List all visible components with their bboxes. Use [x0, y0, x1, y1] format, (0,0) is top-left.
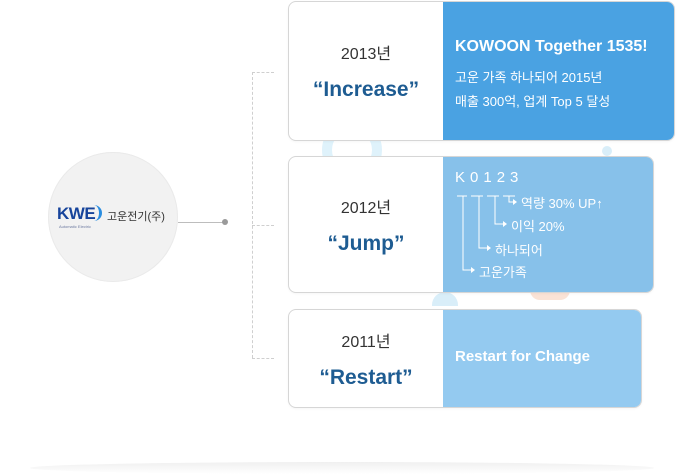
connector-2011	[252, 358, 274, 359]
card-2013: 2013년 “Increase” KOWOON Together 1535! 고…	[288, 1, 675, 141]
logo-brand: KWE	[57, 204, 96, 223]
connector-line	[178, 222, 224, 223]
connector-2012	[252, 225, 274, 226]
keyword-label: “Jump”	[327, 231, 405, 255]
company-name: 고운전기(주)	[107, 211, 165, 223]
company-logo-circle: KWE Automatic Electric 고운전기(주)	[48, 152, 178, 282]
acronym-code: K0123	[455, 169, 524, 186]
keyword-label: “Restart”	[319, 365, 413, 389]
acronym-item-united: 하나되어	[495, 243, 543, 258]
year-label: 2013년	[340, 46, 392, 63]
year-label: 2012년	[340, 199, 392, 217]
card-2011-year-panel: 2011년 “Restart”	[289, 310, 443, 407]
acronym-tree-lines	[457, 195, 517, 273]
connector-node	[222, 219, 228, 225]
card-2012: 2012년 “Jump”	[288, 156, 654, 293]
goal-line-2: 매출 300억, 업계 Top 5 달성	[455, 94, 611, 109]
company-logo: KWE Automatic Electric 고운전기(주)	[57, 204, 165, 229]
logo-swoosh-icon	[93, 205, 103, 221]
timeline-vertical-dashed-line	[252, 72, 253, 358]
card-2012-year-panel: 2012년 “Jump”	[289, 157, 443, 292]
goal-line-1: 고운 가족 하나되어 2015년	[455, 70, 603, 85]
acronym-item-profit: 이익 20%	[511, 219, 565, 234]
card-2011-detail-panel: Restart for Change	[443, 310, 641, 407]
card-2013-year-panel: 2013년 “Increase”	[289, 2, 443, 140]
motto-text: Restart for Change	[455, 348, 591, 365]
keyword-label: “Increase”	[312, 78, 420, 101]
acronym-item-family: 고운가족	[479, 265, 527, 280]
card-2011: 2011년 “Restart” Restart for Change	[288, 309, 642, 408]
card-2013-detail-panel: KOWOON Together 1535! 고운 가족 하나되어 2015년 매…	[443, 2, 674, 140]
background-dot-decoration	[432, 292, 458, 306]
logo-tagline: Automatic Electric	[59, 224, 92, 229]
acronym-item-capability: 역량 30% UP↑	[521, 196, 603, 211]
slogan-title: KOWOON Together 1535!	[455, 38, 648, 55]
bottom-shadow	[30, 462, 654, 474]
background-dot-decoration	[602, 146, 612, 156]
connector-2013	[252, 72, 274, 73]
year-label: 2011년	[341, 333, 391, 351]
background-orange-decoration	[530, 290, 570, 300]
card-2012-detail-panel: K0123 역량 30% UP↑ 이익 20% 하나되어 고운가족	[443, 157, 653, 292]
